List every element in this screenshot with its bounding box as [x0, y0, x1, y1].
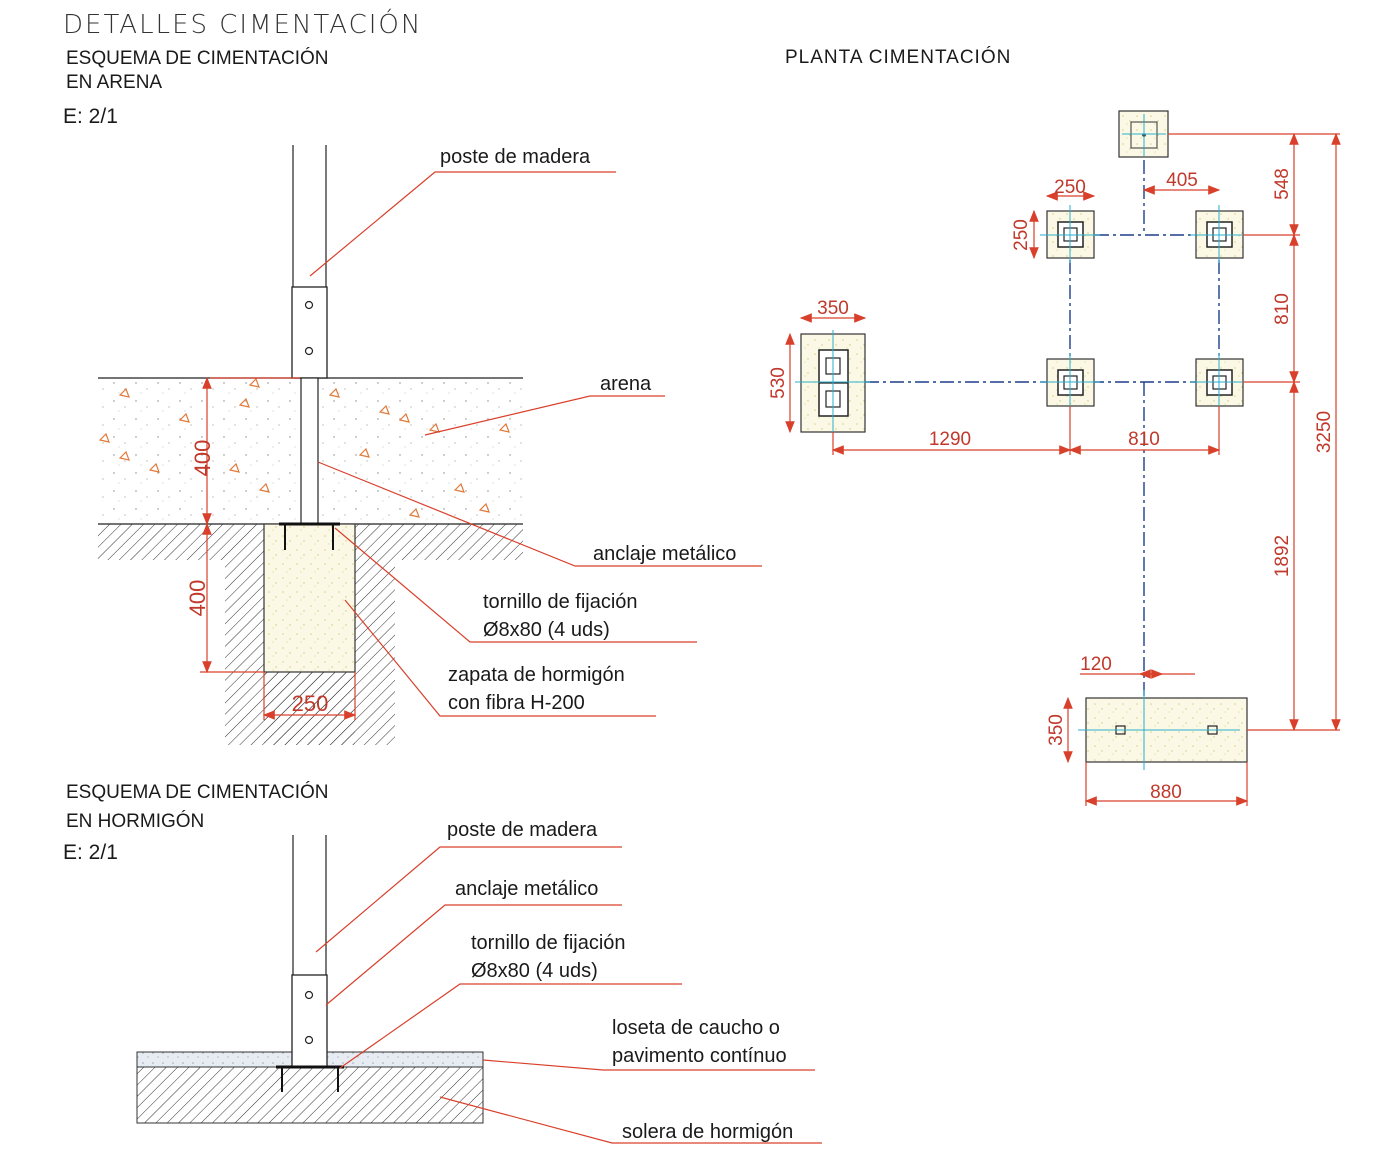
- label-footing-line2: con fibra H-200: [448, 692, 585, 714]
- label-anchor: anclaje metálico: [593, 543, 736, 565]
- sand-detail-title-line1: ESQUEMA DE CIMENTACIÓN: [66, 47, 329, 69]
- wooden-post: [291, 286, 328, 379]
- label2-slab: solera de hormigón: [622, 1121, 793, 1143]
- plan-footing-c: [1040, 353, 1100, 412]
- dim-footing-depth: 400: [185, 580, 210, 617]
- label-footing-line1: zapata de hormigón: [448, 664, 625, 686]
- sand-detail-title-line2: EN ARENA: [66, 72, 162, 93]
- label-sand: arena: [600, 373, 652, 395]
- plan-footing-bottom: [1078, 690, 1248, 770]
- plan-footing-b: [1190, 205, 1250, 263]
- wooden-post-2: [291, 974, 328, 1068]
- plan-dim-span-left: 1290: [929, 429, 971, 450]
- plan-dim-bottom-h: 350: [1046, 714, 1067, 746]
- concrete-detail-title-line1: ESQUEMA DE CIMENTACIÓN: [66, 781, 329, 803]
- label-post: poste de madera: [440, 146, 591, 168]
- plan-footing-a: [1040, 205, 1100, 263]
- plan-dim-left-w: 350: [817, 298, 849, 319]
- plan-footing-d: [1190, 353, 1250, 412]
- concrete-detail-scale: E: 2/1: [63, 841, 118, 864]
- label-screw-line2: Ø8x80 (4 uds): [483, 619, 610, 641]
- page-title: DETALLES CIMENTACIÓN: [63, 8, 422, 40]
- concrete-detail: ESQUEMA DE CIMENTACIÓN EN HORMIGÓN E: 2/…: [63, 781, 822, 1144]
- metal-anchor: [300, 377, 319, 525]
- plan-dim-footing-h: 250: [1011, 219, 1032, 251]
- plan-footing-left: [795, 330, 870, 436]
- label-screw-line1: tornillo de fijación: [483, 591, 638, 613]
- foundation-plan: 250 250 405 350 530 1290 810 548 810 325…: [768, 110, 1341, 806]
- plan-footing-top: [1118, 110, 1169, 158]
- plan-dim-span-mid: 810: [1128, 429, 1160, 450]
- plan-dim-3250: 3250: [1314, 411, 1335, 453]
- sand-triangles: [98, 377, 510, 518]
- dim-footing-width: 250: [292, 691, 329, 716]
- concrete-slab: [136, 1066, 484, 1124]
- plan-dim-footing-w: 250: [1054, 177, 1086, 198]
- plan-dim-1892: 1892: [1272, 535, 1293, 577]
- label2-post: poste de madera: [447, 819, 598, 841]
- concrete-detail-title-line2: EN HORMIGÓN: [66, 810, 204, 832]
- sand-detail-scale: E: 2/1: [63, 105, 118, 128]
- label2-screw-line2: Ø8x80 (4 uds): [471, 960, 598, 982]
- label2-anchor: anclaje metálico: [455, 878, 598, 900]
- plan-dim-548: 548: [1272, 168, 1293, 200]
- plan-dim-bottom-w: 880: [1150, 782, 1182, 803]
- concrete-footing: [263, 523, 356, 673]
- label2-tile-line2: pavimento contínuo: [612, 1045, 787, 1067]
- plan-dim-offset-top: 405: [1166, 170, 1198, 191]
- dim-sand-depth: 400: [190, 440, 215, 477]
- plan-dim-120: 120: [1080, 654, 1112, 675]
- label2-tile-line1: loseta de caucho o: [612, 1017, 780, 1039]
- sand-detail: ESQUEMA DE CIMENTACIÓN EN ARENA E: 2/1: [63, 47, 762, 745]
- plan-dim-810: 810: [1272, 293, 1293, 325]
- label2-screw-line1: tornillo de fijación: [471, 932, 626, 954]
- plan-title: PLANTA CIMENTACIÓN: [785, 46, 1011, 68]
- plan-dim-left-h: 530: [768, 367, 789, 399]
